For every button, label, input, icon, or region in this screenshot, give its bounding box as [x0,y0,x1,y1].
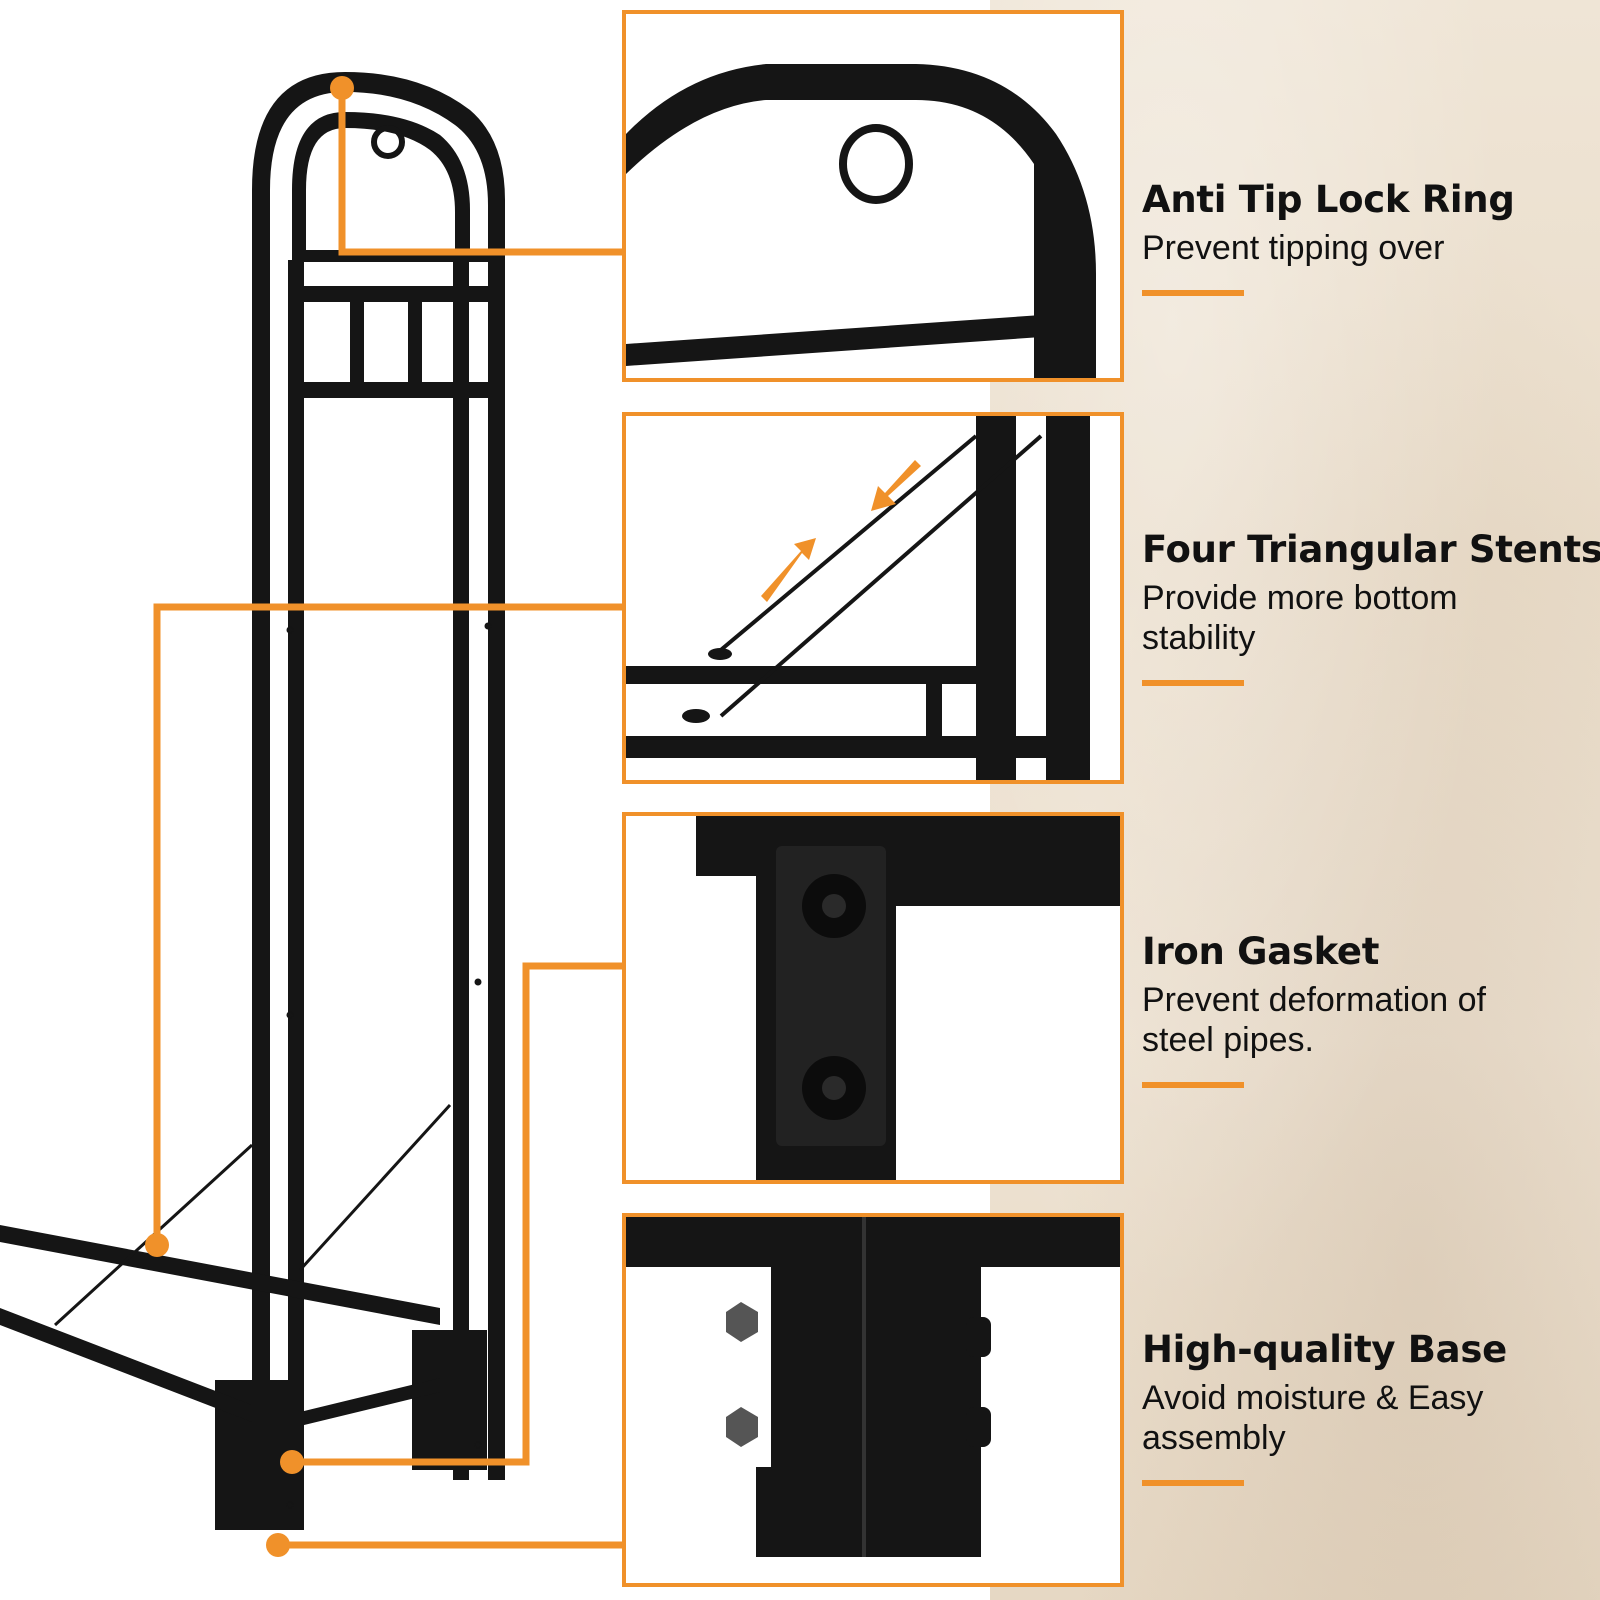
feature-underline [1142,680,1244,686]
feature-underline [1142,1082,1244,1088]
callout-dot-icon [280,1450,304,1474]
rack-crossbar-mid [300,286,490,302]
stent-arrow-icon [871,460,921,511]
rack-right-post [453,260,469,1480]
rack-left-post [288,260,304,1530]
feature-description: Prevent deformation of steel pipes. [1142,981,1486,1059]
feature-stents: Four Triangular Stents Provide more bott… [1142,528,1600,686]
callout-dot-icon [330,76,354,100]
feature-lock-ring: Anti Tip Lock Ring Prevent tipping over [1142,178,1592,296]
detail-panel-stents [622,412,1124,784]
stent-arrow-icon [761,538,816,602]
detail-panel-base [622,1213,1124,1587]
feature-description: Provide more bottom stability [1142,579,1458,657]
feature-description: Prevent tipping over [1142,229,1445,267]
rack-bottom-rail-back [0,1225,440,1325]
feature-gasket: Iron Gasket Prevent deformation of steel… [1142,930,1592,1088]
callout-line-stents [153,603,622,1245]
feature-description: Avoid moisture & Easy assembly [1142,1379,1484,1457]
lock-ring-icon [371,125,405,159]
callout-dot-icon [266,1533,290,1557]
rack-crossbar-lower [300,382,490,398]
feature-underline [1142,290,1244,296]
detail-panel-gasket [622,812,1124,1184]
screw-icon [802,1056,866,1120]
feature-title: Anti Tip Lock Ring [1142,178,1515,221]
rack-base-right [412,1330,487,1470]
callout-line-gasket [292,962,622,1466]
feature-title: Four Triangular Stents [1142,528,1600,571]
lock-ring-icon [839,124,913,204]
callout-dot-icon [145,1233,169,1257]
rack-bottom-rail-front [0,1308,252,1422]
screw-icon [802,874,866,938]
feature-underline [1142,1480,1244,1486]
feature-title: High-quality Base [1142,1328,1507,1371]
callout-line-lock-ring [338,88,622,256]
detail-panel-lock-ring [622,10,1124,382]
feature-title: Iron Gasket [1142,930,1380,973]
bolt-icon [726,1302,758,1447]
rack-stent-right [298,1103,452,1272]
rack-inner-arch [292,112,470,255]
feature-base: High-quality Base Avoid moisture & Easy … [1142,1328,1592,1486]
